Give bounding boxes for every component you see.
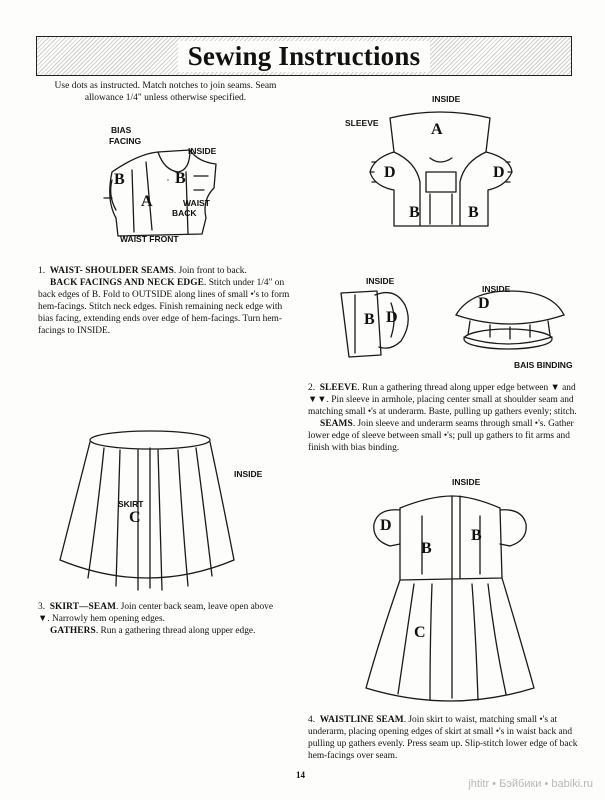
waist-label: WAIST: [183, 198, 210, 208]
piece-d-label: D: [386, 309, 398, 326]
bodice-illustration: [103, 149, 217, 237]
inside-label: INSIDE: [366, 276, 395, 286]
title-banner: Sewing Instructions: [36, 36, 572, 76]
inside-label: INSIDE: [234, 469, 263, 479]
step-4-heading: WAISTLINE SEAM: [319, 715, 404, 725]
step-1: 1. WAIST- SHOULDER SEAMS. Join front to …: [38, 266, 290, 336]
step-2-subheading: SEAMS: [320, 419, 353, 429]
piece-b-right-label: B: [471, 527, 482, 544]
sleeve-detail-illustration: [340, 290, 409, 358]
skirt-illustration: [59, 430, 235, 591]
piece-a-label: A: [141, 193, 153, 210]
step-2: 2. SLEEVE. Run a gathering thread along …: [308, 383, 577, 453]
piece-b-left-label: B: [114, 171, 125, 188]
back-label: BACK: [172, 208, 197, 218]
piece-b-right-label: B: [468, 204, 479, 221]
bodice-sleeve-illustration: [369, 111, 513, 227]
step-3-heading: SKIRT—SEAM: [49, 602, 117, 612]
bias-label: BIAS: [111, 125, 132, 135]
sleeve-label: SLEEVE: [345, 118, 379, 128]
step-2-heading: SLEEVE: [319, 383, 358, 393]
piece-d-label: D: [478, 295, 490, 312]
bias-binding-illustration: [455, 290, 565, 350]
piece-d-left-label: D: [384, 164, 396, 181]
piece-d-right-label: D: [493, 164, 505, 181]
inside-label: INSIDE: [452, 477, 481, 487]
waist-front-label: WAIST FRONT: [120, 234, 179, 244]
bias-binding-label: BAIS BINDING: [514, 360, 573, 370]
page-title: Sewing Instructions: [177, 40, 431, 72]
inside-label: INSIDE: [188, 146, 217, 156]
step-3: 3. SKIRT—SEAM. Join center back seam, le…: [38, 602, 273, 636]
inside-label: INSIDE: [432, 94, 461, 104]
facing-label: FACING: [109, 136, 142, 146]
step-4: 4. WAISTLINE SEAM. Join skirt to waist, …: [308, 715, 578, 761]
piece-d-label: D: [380, 517, 392, 534]
piece-b-left-label: B: [421, 540, 432, 557]
page-number: 14: [296, 770, 305, 780]
inside-label: INSIDE: [482, 284, 511, 294]
dress-illustration: [365, 495, 535, 702]
piece-c-label: C: [414, 624, 426, 641]
piece-b-left-label: B: [409, 204, 420, 221]
piece-a-label: A: [431, 121, 443, 138]
step-3-subheading: GATHERS: [50, 626, 96, 636]
step-1-heading: WAIST- SHOULDER SEAMS: [49, 266, 174, 276]
piece-b-label: B: [364, 311, 375, 328]
piece-c-label: C: [129, 509, 141, 526]
intro-text: Use dots as instructed. Match notches to…: [54, 81, 277, 103]
piece-b-right-label: B: [175, 170, 186, 187]
skirt-label: SKIRT: [118, 499, 144, 509]
step-1-subheading: BACK FACINGS AND NECK EDGE: [50, 278, 205, 288]
watermark: jhtitr • Бэйбики • babiki.ru: [468, 778, 593, 790]
